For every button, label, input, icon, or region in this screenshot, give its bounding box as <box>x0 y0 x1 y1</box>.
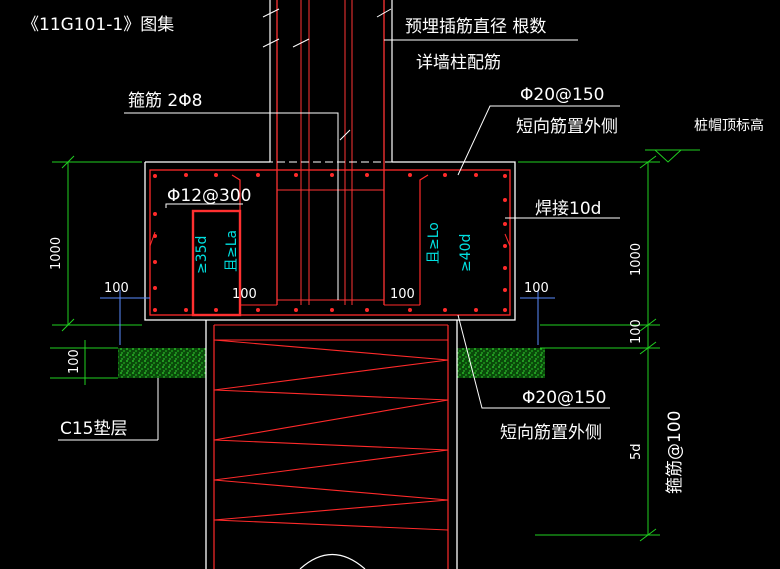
dim-cover-center-left: 100 <box>232 287 257 302</box>
atlas-label: 《11G101-1》图集 <box>22 15 174 35</box>
dim-5d: 5d <box>629 443 644 460</box>
leader-lines <box>58 39 620 441</box>
dim-cover-right: 100 <box>524 281 549 296</box>
pile-body <box>205 320 458 569</box>
dimension-lines <box>50 149 700 542</box>
pile-stirrup-label: 箍筋@100 <box>665 411 685 494</box>
bar-top-note: 短向筋置外侧 <box>516 117 618 137</box>
anchor-la-left-label: 且≥La <box>224 230 240 272</box>
bar-top-label: Φ20@150 <box>520 85 604 105</box>
dowel-spec-label: 预埋插筋直径 根数 <box>405 17 546 37</box>
weld-label: 焊接10d <box>535 199 601 219</box>
anchor-la-right-label: 且≥Lo <box>426 222 442 264</box>
dim-cushion-100: 100 <box>67 349 82 374</box>
highlight-box <box>191 209 242 317</box>
side-bar-label: Φ12@300 <box>167 186 251 206</box>
cap-rebar <box>149 169 511 316</box>
dim-1000-left: 1000 <box>49 237 64 270</box>
dim-right-100-vertical: 100 <box>629 319 644 344</box>
cover-dimensions <box>100 290 555 345</box>
cap-top-elevation-label: 桩帽顶标高 <box>694 117 764 134</box>
see-wall-label: 详墙柱配筋 <box>416 53 501 73</box>
anchor-40d-label: ≥40d <box>458 234 474 272</box>
pile-cap <box>144 161 516 321</box>
c15-cushion <box>118 348 545 378</box>
stirrup-top-label: 箍筋 2Φ8 <box>128 91 202 111</box>
dim-1000-right: 1000 <box>629 243 644 276</box>
bar-bottom-label: Φ20@150 <box>522 388 606 408</box>
dim-cover-center-right: 100 <box>390 287 415 302</box>
anchor-35d-label: ≥35d <box>194 236 210 274</box>
cushion-label: C15垫层 <box>60 419 128 439</box>
dim-cover-left: 100 <box>104 281 129 296</box>
column-upper <box>262 0 395 305</box>
bar-bottom-note: 短向筋置外侧 <box>500 423 602 443</box>
